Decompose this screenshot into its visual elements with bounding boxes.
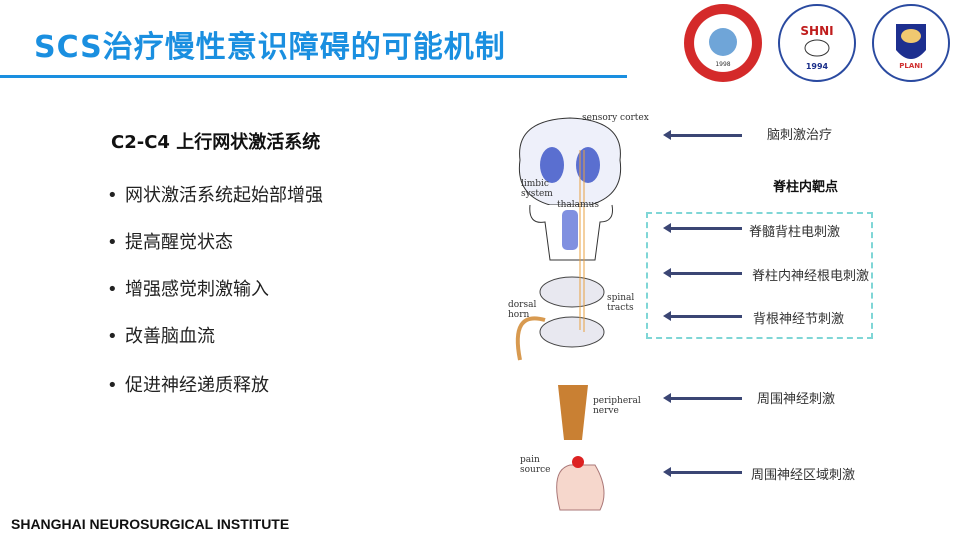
label-sensory-cortex: sensory cortex bbox=[582, 113, 649, 123]
label-limbic-system: limbic system bbox=[521, 179, 553, 199]
bullet-item: •改善脑血流 bbox=[107, 326, 215, 347]
section-subtitle: C2-C4 上行网状激活系统 bbox=[111, 132, 321, 153]
bullet-item: •提高醒觉状态 bbox=[107, 232, 233, 253]
logo-plani: PLANI bbox=[872, 4, 950, 82]
label-dorsal-horn: dorsal horn bbox=[508, 300, 537, 320]
page-title: SCS治疗慢性意识障碍的可能机制 bbox=[34, 30, 506, 65]
target-scs: 脊髓背柱电刺激 bbox=[749, 225, 841, 240]
arrow-left-icon bbox=[663, 130, 742, 140]
logo-text: PLANI bbox=[899, 62, 923, 70]
intraspinal-targets-box bbox=[646, 212, 873, 339]
arrow-left-icon bbox=[663, 393, 742, 403]
arrow-left-icon bbox=[663, 467, 742, 477]
label-thalamus: thalamus bbox=[557, 200, 599, 210]
label-peripheral-nerve: peripheral nerve bbox=[593, 396, 641, 416]
logo-changzheng: 1998 bbox=[684, 4, 762, 82]
title-underline bbox=[0, 75, 627, 78]
arrow-left-icon bbox=[663, 311, 742, 321]
label-spinal-tracts: spinal tracts bbox=[607, 293, 635, 313]
label-pain-source: pain source bbox=[520, 455, 551, 475]
target-nerve-root: 脊柱内神经根电刺激 bbox=[752, 269, 870, 284]
bullet-item: •促进神经递质释放 bbox=[107, 375, 269, 396]
target-brain-stimulation: 脑刺激治疗 bbox=[767, 128, 833, 143]
pain-pathway-diagram bbox=[515, 117, 622, 511]
target-pfns: 周围神经区域刺激 bbox=[751, 468, 856, 483]
logo-shni: SHNI 1994 bbox=[778, 4, 856, 82]
logo-year: 1998 bbox=[715, 61, 730, 68]
logo-year: 1994 bbox=[805, 62, 829, 71]
arrow-left-icon bbox=[663, 223, 742, 233]
target-pns: 周围神经刺激 bbox=[757, 392, 836, 407]
footer-institute: SHANGHAI NEUROSURGICAL INSTITUTE bbox=[11, 516, 290, 532]
target-drg: 背根神经节刺激 bbox=[753, 312, 845, 327]
logo-text: SHNI bbox=[800, 24, 834, 38]
arrow-left-icon bbox=[663, 268, 742, 278]
intraspinal-targets-heading: 脊柱内靶点 bbox=[773, 180, 839, 195]
bullet-item: •网状激活系统起始部增强 bbox=[107, 185, 323, 206]
bullet-item: •增强感觉刺激输入 bbox=[107, 279, 269, 300]
